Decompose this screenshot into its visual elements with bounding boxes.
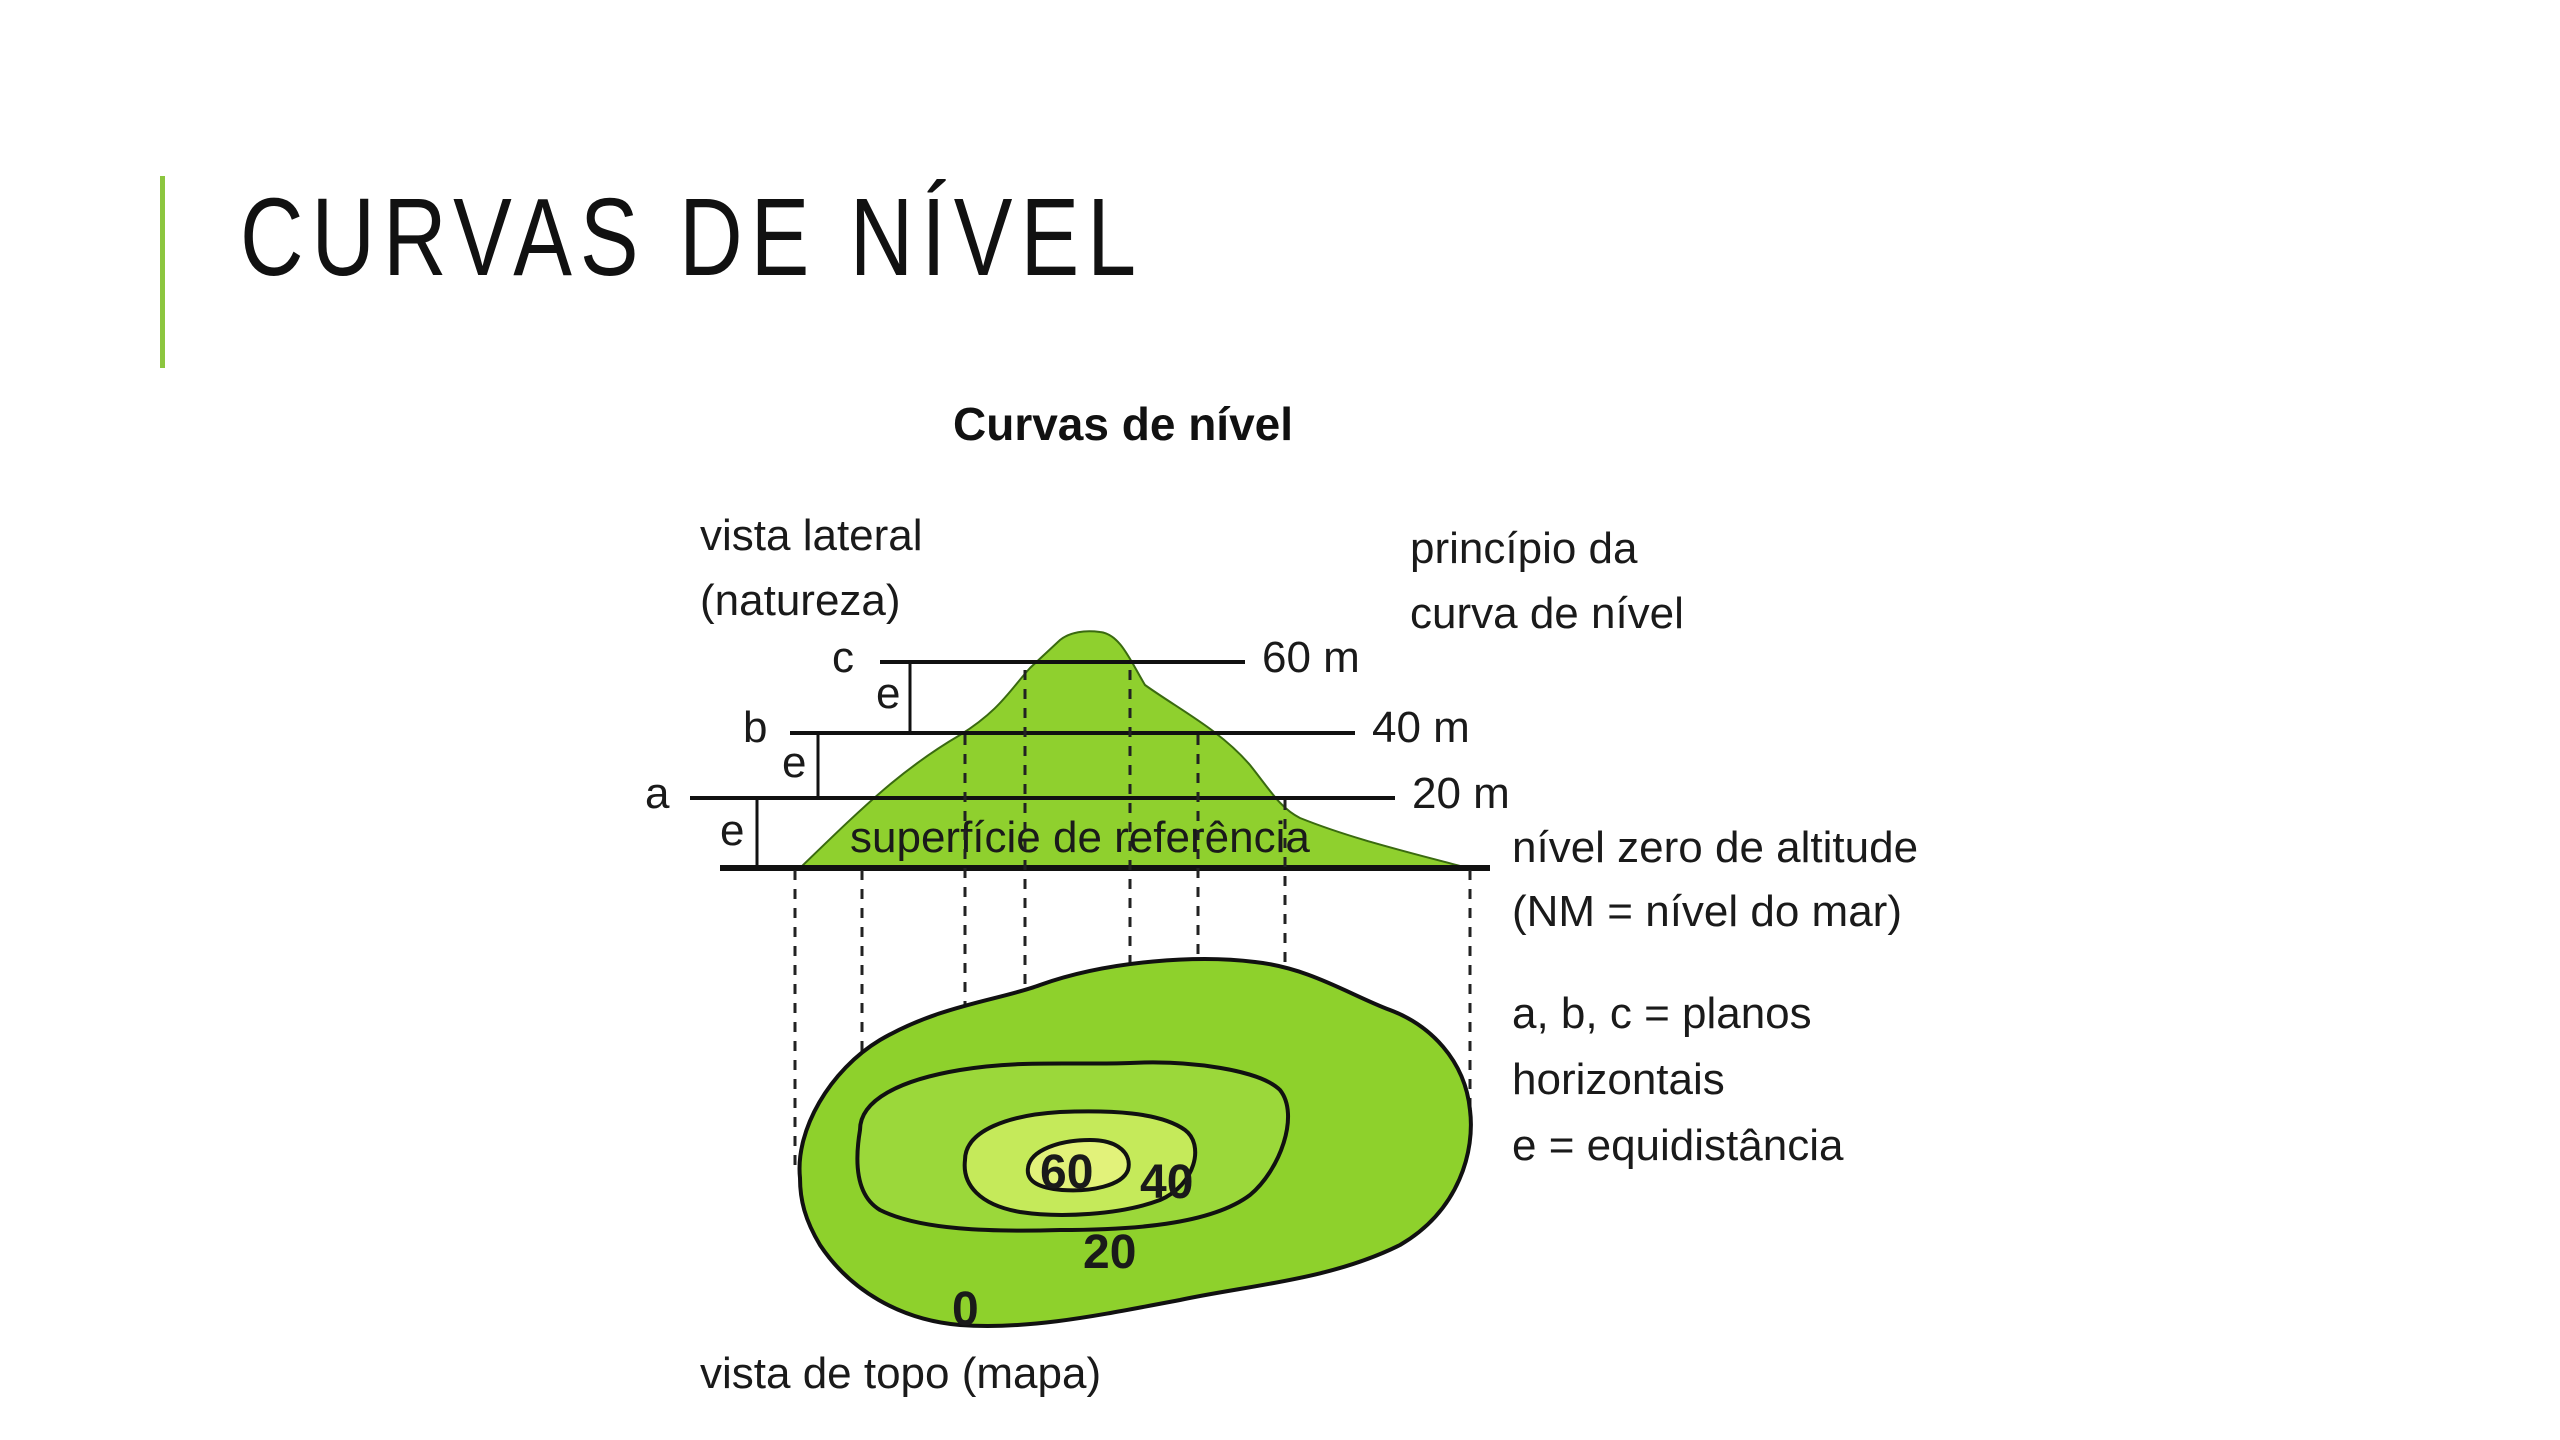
legend-planes: a, b, c = planos [1512, 989, 1812, 1038]
altitude-60-label: 60 m [1262, 633, 1360, 682]
principle-label: princípio da [1410, 524, 1638, 573]
equidistance-label-b: e [782, 738, 806, 787]
equidistance-label-a: e [720, 806, 744, 855]
figure-title: Curvas de nível [953, 398, 1293, 450]
side-view-label: vista lateral [700, 511, 923, 560]
side-view-sublabel: (natureza) [700, 576, 901, 625]
top-view-label: vista de topo (mapa) [700, 1349, 1101, 1398]
contour-20-label: 20 [1083, 1226, 1136, 1279]
reference-surface-label: superfície de referência [850, 813, 1310, 862]
contour-0-label: 0 [952, 1283, 979, 1336]
contour-40-label: 40 [1140, 1156, 1193, 1209]
equidistance-label-c: e [876, 669, 900, 718]
plane-b-label: b [743, 703, 767, 752]
legend-planes-cont: horizontais [1512, 1055, 1725, 1104]
slide-title: CURVAS DE NÍVEL [240, 176, 1145, 299]
title-accent-bar [160, 176, 165, 368]
altitude-40-label: 40 m [1372, 703, 1470, 752]
legend-equidistance: e = equidistância [1512, 1121, 1844, 1170]
sea-level-label: (NM = nível do mar) [1512, 887, 1902, 936]
zero-level-label: nível zero de altitude [1512, 823, 1918, 872]
altitude-20-label: 20 m [1412, 769, 1510, 818]
plane-a-label: a [645, 769, 670, 818]
plane-c-label: c [832, 633, 854, 682]
mountain-profile [797, 630, 1481, 869]
principle-sublabel: curva de nível [1410, 589, 1684, 638]
contour-60-area [1025, 1137, 1131, 1193]
contour-60-label: 60 [1040, 1146, 1093, 1199]
